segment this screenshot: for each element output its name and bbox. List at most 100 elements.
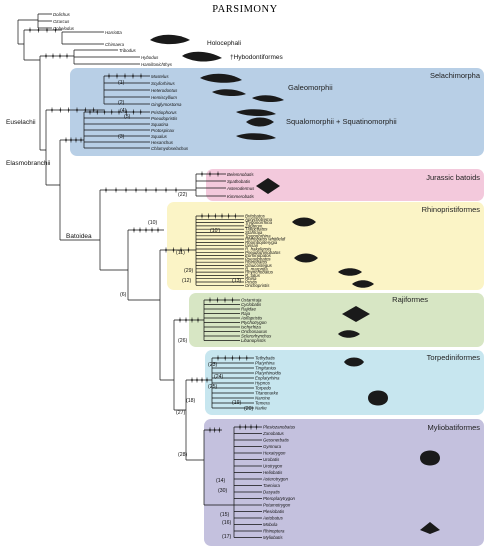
skate-silhouette — [342, 306, 380, 322]
taxon-label: Raja — [241, 311, 251, 316]
svg-text:Dolichus: Dolichus — [53, 12, 71, 17]
taxon-label: Dasyatis — [263, 490, 281, 495]
platyrhinid-silhouette — [344, 357, 364, 367]
taxon-label: Trygonorhina — [245, 233, 271, 238]
taxon-label: Pseudorhinobatos — [245, 250, 281, 255]
taxon-label: Plesiozanobatus — [263, 425, 296, 430]
node-label: (22) — [178, 192, 187, 198]
svg-text:Cobelodus: Cobelodus — [53, 26, 75, 31]
node-label: (25) — [208, 384, 217, 390]
character-dot — [145, 189, 147, 191]
character-dot — [75, 139, 77, 141]
taxon-label: Titanonarke — [255, 391, 279, 396]
taxon-label: Potamotrygon — [263, 503, 291, 508]
node-label: (28) — [178, 452, 187, 458]
character-dot — [165, 249, 167, 251]
jurassic-batoids-panel — [206, 169, 484, 201]
svg-text:Ginglymostoma: Ginglymostoma — [151, 102, 182, 107]
rajiform-taxa: OstarrirajaCyclobatisRajidaeRajaAsflapri… — [203, 298, 272, 343]
label-selachimorpha: Selachimorpha — [430, 71, 481, 80]
taxon-label: Hypnos — [255, 381, 271, 386]
taxon-label: Asterotrygon — [262, 477, 288, 482]
taxon-label: Pristis — [245, 280, 258, 285]
taxon-label: Platyrhinoidis — [255, 371, 282, 376]
hybodont-silhouette — [182, 51, 222, 62]
character-dot — [238, 357, 241, 359]
node-label: (15) — [220, 512, 229, 518]
taxon-label: Myliobatis — [263, 535, 283, 540]
character-dot — [89, 111, 91, 113]
rhinopristiformes-panel — [167, 202, 484, 290]
rajiformes-panel — [189, 293, 484, 347]
node-label: (26) — [178, 338, 187, 344]
node-label: (6) — [120, 292, 127, 298]
node-label: (17) — [222, 534, 231, 540]
node-label: (18) — [186, 398, 195, 404]
character-dot — [239, 426, 241, 428]
myliobatiform-taxa: PlesiozanobatusZanobatusGessnerbatisGymn… — [233, 425, 296, 540]
character-dot — [151, 229, 153, 231]
hybodont-taxa: Tribodus Hybodus Hamiltonichthys — [73, 48, 173, 67]
character-dot — [179, 319, 181, 321]
character-dot — [118, 111, 120, 113]
character-dot — [165, 189, 167, 191]
node-label: (4) — [120, 108, 127, 114]
character-dot — [124, 75, 126, 77]
node-label: (27) — [176, 410, 185, 416]
svg-text:Heterodontus: Heterodontus — [151, 88, 178, 93]
character-dot — [209, 173, 211, 175]
silhouettes — [150, 34, 440, 540]
dogfish-silhouette — [236, 133, 276, 141]
svg-text:Scyliorhinus: Scyliorhinus — [151, 81, 175, 86]
label-rhinopristiformes: Rhinopristiformes — [422, 205, 481, 214]
character-dot — [185, 319, 187, 321]
label-euselachii: Euselachii — [6, 119, 36, 126]
node-label: (19) — [232, 400, 241, 406]
character-dot — [197, 319, 199, 321]
taxon-label: Temera — [255, 401, 270, 406]
taxon-label: Stahlraja — [245, 230, 263, 235]
node-labels: (1)(2)(3)(4)(5)(6)(10)(10')(11)(12)(13)(… — [118, 80, 253, 540]
character-dot — [231, 357, 234, 359]
taxon-label: Sclerorhynchus — [241, 334, 272, 339]
taxon-label: Rhina — [245, 276, 257, 281]
character-dot — [201, 215, 203, 217]
chimaera-silhouette — [150, 34, 190, 45]
node-label: (5) — [124, 114, 131, 120]
node-label: (3) — [118, 134, 125, 140]
shark-silhouette-2 — [212, 89, 246, 97]
selachimorpha-panel — [70, 68, 484, 156]
svg-text:Pristiophorus: Pristiophorus — [151, 110, 177, 115]
character-dot — [116, 75, 118, 77]
node-label: (14) — [216, 478, 225, 484]
character-dot — [139, 111, 142, 113]
taxon-label: Aptychotrema — [244, 217, 273, 222]
taxon-label: Zanobatus — [262, 431, 285, 436]
taxon-label: Rhynchobatus — [245, 270, 274, 275]
label-holocephali: Holocephali — [207, 40, 241, 47]
taxon-label: Pteroplatytrygon — [263, 496, 296, 501]
character-dot — [70, 139, 72, 141]
guitarfish-silhouette-1 — [292, 217, 326, 227]
taxon-label: Rhinoptera — [263, 529, 285, 534]
character-dot — [46, 29, 48, 31]
character-dot — [180, 249, 182, 251]
taxon-label: Britobatos — [245, 214, 266, 219]
character-dot — [221, 215, 223, 217]
jurassic-batoid-silhouette — [256, 178, 288, 194]
character-dot — [65, 139, 67, 141]
character-dot — [84, 109, 87, 111]
character-dot — [145, 229, 147, 231]
node-label: (20) — [244, 406, 253, 412]
character-dot — [207, 215, 210, 217]
character-dot — [227, 215, 230, 217]
character-dot — [140, 75, 142, 77]
svg-text:Mustelus: Mustelus — [151, 74, 169, 79]
stingray-silhouette — [420, 450, 440, 476]
jurassic-taxa: Belemnobatis Spathobatis Asterodermus Ki… — [195, 172, 255, 199]
torpediniformes-panel — [205, 350, 484, 415]
svg-text:Hybodus: Hybodus — [141, 55, 159, 60]
character-dot — [175, 189, 177, 191]
taxon-label: Ptychotrygon — [241, 320, 267, 325]
node-label: (13) — [232, 278, 241, 284]
